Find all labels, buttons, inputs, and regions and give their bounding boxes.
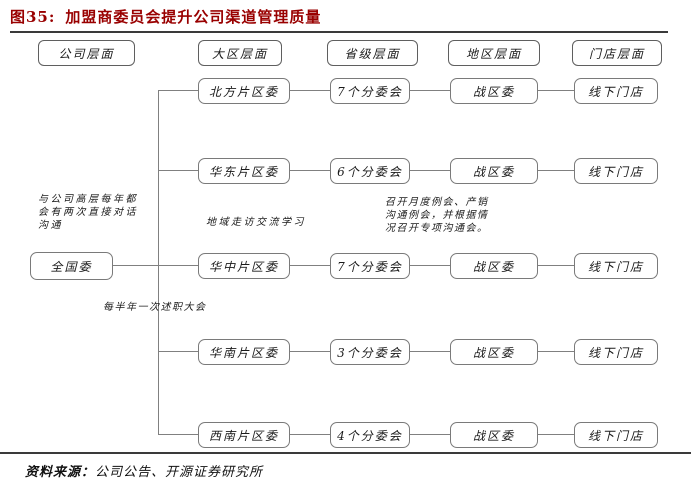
note-semiannual-report-meeting: 每半年一次述职大会 — [103, 302, 207, 313]
connector-line — [410, 90, 450, 91]
connector-line — [410, 170, 450, 171]
figure-title-text: 加盟商委员会提升公司渠道管理质量 — [65, 8, 322, 26]
header-store-level: 门店层面 — [572, 40, 662, 66]
subcommittee-box: 7个分委会 — [330, 78, 410, 104]
subcommittee-box: 3个分委会 — [330, 339, 410, 365]
header-province-level: 省级层面 — [327, 40, 418, 66]
war-zone-committee-box: 战区委 — [450, 158, 538, 184]
connector-line — [290, 90, 330, 91]
region-committee-box: 华南片区委 — [198, 339, 290, 365]
region-committee-box: 华东片区委 — [198, 158, 290, 184]
connector-line — [290, 351, 330, 352]
connector-line — [538, 265, 574, 266]
subcommittee-box: 4个分委会 — [330, 422, 410, 448]
trunk-connector-line — [158, 91, 159, 435]
connector-line — [410, 265, 450, 266]
connector-line — [158, 90, 198, 91]
war-zone-committee-box: 战区委 — [450, 422, 538, 448]
source-prefix: 资料来源： — [25, 465, 96, 480]
note-regional-visit-exchange: 地域走访交流学习 — [206, 217, 306, 228]
war-zone-committee-box: 战区委 — [450, 339, 538, 365]
connector-line — [410, 434, 450, 435]
connector-line — [410, 351, 450, 352]
subcommittee-box: 7个分委会 — [330, 253, 410, 279]
war-zone-committee-box: 战区委 — [450, 78, 538, 104]
root-connector-line — [113, 265, 198, 266]
note-dialogue-with-management: 与公司高层每年都会有两次直接对话沟通 — [38, 194, 138, 231]
offline-store-box: 线下门店 — [574, 339, 658, 365]
title-divider — [10, 31, 668, 33]
connector-line — [158, 434, 198, 435]
connector-line — [538, 170, 574, 171]
national-committee-box: 全国委 — [30, 252, 113, 280]
connector-line — [538, 90, 574, 91]
region-committee-box: 西南片区委 — [198, 422, 290, 448]
source-line: 资料来源：公司公告、开源证券研究所 — [25, 461, 263, 480]
header-company-level: 公司层面 — [38, 40, 135, 66]
offline-store-box: 线下门店 — [574, 78, 658, 104]
connector-line — [158, 170, 198, 171]
offline-store-box: 线下门店 — [574, 158, 658, 184]
offline-store-box: 线下门店 — [574, 253, 658, 279]
region-committee-box: 北方片区委 — [198, 78, 290, 104]
note-monthly-meetings: 召开月度例会、产销沟通例会，并根据情况召开专项沟通会。 — [385, 197, 489, 234]
region-committee-box: 华中片区委 — [198, 253, 290, 279]
connector-line — [158, 351, 198, 352]
connector-line — [538, 434, 574, 435]
header-district-level: 地区层面 — [448, 40, 540, 66]
source-text: 公司公告、开源证券研究所 — [95, 465, 264, 480]
figure-number-label: 图35: — [10, 8, 56, 26]
subcommittee-box: 6个分委会 — [330, 158, 410, 184]
connector-line — [290, 265, 330, 266]
header-region-level: 大区层面 — [198, 40, 282, 66]
connector-line — [290, 434, 330, 435]
offline-store-box: 线下门店 — [574, 422, 658, 448]
figure-title: 图35: 加盟商委员会提升公司渠道管理质量 — [10, 6, 321, 27]
footer-divider — [0, 452, 691, 454]
connector-line — [290, 170, 330, 171]
connector-line — [538, 351, 574, 352]
war-zone-committee-box: 战区委 — [450, 253, 538, 279]
